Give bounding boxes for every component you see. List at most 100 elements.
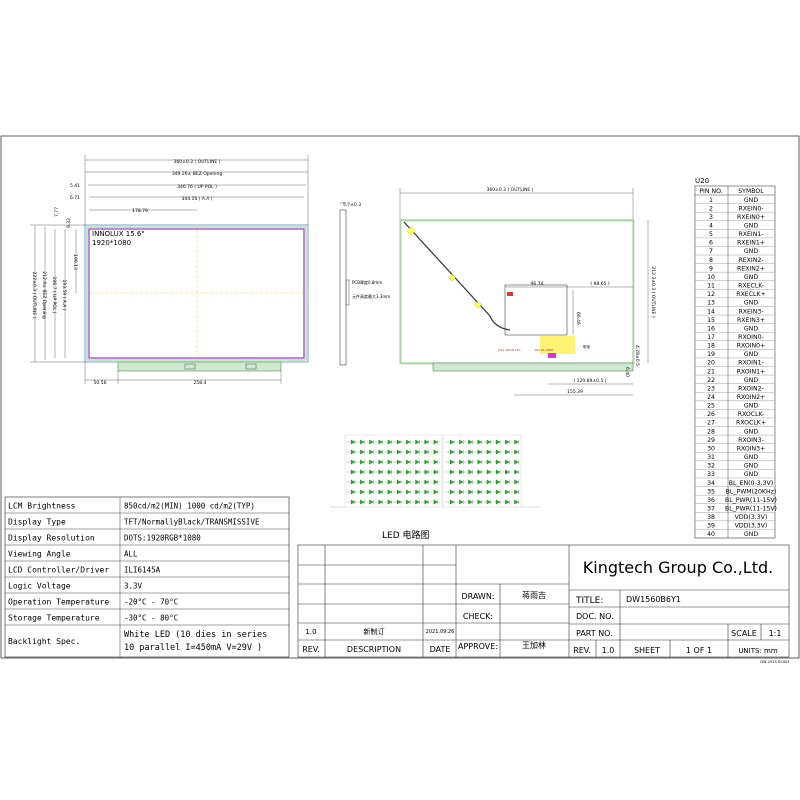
dim-h-bez: 212.9± BEZ Opening: [41, 271, 47, 319]
pin-symbol: GND: [744, 377, 758, 384]
pin-symbol: GND: [744, 300, 758, 307]
back-note-screw: 带电: [583, 344, 591, 349]
led-symbol: [369, 439, 374, 445]
led-symbol: [369, 469, 374, 475]
led-symbol: [369, 449, 374, 455]
pin-number: 40: [707, 531, 715, 538]
back-dim-428: 4.28±0.5: [634, 345, 640, 366]
side-note-pcb: PCB厚度0.8mm: [352, 279, 382, 285]
led-symbol: [396, 439, 402, 445]
led-symbol: [406, 469, 411, 475]
pin-symbol: VDD(3.3V): [735, 523, 768, 530]
side-profile: [339, 209, 347, 366]
back-fpc-strip: [432, 362, 634, 372]
led-symbol: [424, 459, 429, 465]
spec-label: Display Type: [8, 518, 66, 527]
led-symbol: [514, 499, 519, 505]
led-symbol: [360, 469, 365, 475]
led-symbol: [433, 469, 439, 475]
pin-number: 8: [709, 257, 713, 264]
pin-number: 38: [707, 514, 715, 521]
pin-number: 19: [707, 351, 715, 358]
front-fpc-pad: [184, 363, 196, 370]
pin-symbol: RXECLK-: [738, 283, 764, 290]
led-symbol: [449, 459, 455, 465]
pin-symbol: REXIN2-: [738, 257, 763, 264]
pin-symbol: REXIN2+: [737, 265, 765, 272]
pin-symbol: GND: [744, 351, 758, 358]
approve-value: 王加林: [522, 640, 546, 650]
pin-symbol: RXOIN0+: [737, 343, 766, 350]
pin-symbol: RXOIN3+: [737, 445, 766, 452]
pin-number: 32: [707, 463, 715, 470]
part-no-label: PART NO.: [576, 629, 613, 638]
led-symbol: [350, 439, 356, 445]
led-symbol: [505, 459, 510, 465]
led-symbol: [415, 439, 420, 445]
led-symbol: [406, 479, 411, 485]
dim-932: 9.32: [66, 218, 72, 228]
led-symbol: [514, 469, 519, 475]
led-symbol: [360, 499, 365, 505]
rev-row-date: 2021.09.26: [426, 629, 455, 635]
led-symbol: [477, 479, 482, 485]
dim-outline: 360±0.3 ( OUTLINE ): [174, 159, 221, 165]
pin-number: 22: [707, 377, 715, 384]
led-symbol: [486, 459, 492, 465]
led-symbol: [486, 469, 492, 475]
front-left-dim-lines: [30, 224, 85, 363]
hdr-description: DESCRIPTION: [347, 645, 401, 654]
front-fpc-pad: [245, 363, 257, 370]
led-symbol: [369, 489, 374, 495]
led-symbol: [378, 489, 383, 495]
back-connector-pink: [548, 353, 556, 358]
led-symbol: [396, 469, 402, 475]
pin-header-symbol: SYMBOL: [738, 188, 764, 195]
led-symbol: [415, 459, 420, 465]
led-symbol: [415, 479, 420, 485]
back-dim-lines: [399, 188, 649, 396]
pin-symbol: GND: [744, 471, 758, 478]
front-top-dim-lines: [84, 155, 309, 225]
pin-symbol: BL_EN(0-3.3V): [729, 480, 773, 487]
scale-label: SCALE: [731, 629, 757, 638]
pin-number: 5: [709, 231, 713, 238]
led-symbol: [350, 499, 356, 505]
doc-code: DW-2013-DC004: [760, 660, 790, 664]
led-symbol: [468, 479, 473, 485]
front-view: INNOLUX 15.6" 1920*1080 360±0.3 ( OUTLIN…: [30, 155, 309, 386]
led-symbol: [360, 489, 365, 495]
led-symbol: [495, 499, 501, 505]
led-symbol: [495, 479, 501, 485]
pin-symbol: GND: [744, 463, 758, 470]
pin-number: 37: [707, 505, 715, 512]
back-outline-inner: [400, 220, 635, 365]
front-bottom-dim-lines: [84, 362, 282, 384]
led-symbol: [350, 449, 356, 455]
led-symbol: [406, 439, 411, 445]
back-dim-9865: ( 98.65 ): [590, 281, 609, 287]
led-symbol: [350, 479, 356, 485]
pin-number: 3: [709, 214, 713, 221]
pin-symbol: GND: [744, 531, 758, 538]
led-symbol: [459, 499, 464, 505]
back-fpc-cable: [403, 221, 511, 331]
dim-2584: 258.4: [194, 380, 207, 386]
pin-number: 4: [709, 223, 713, 230]
pin-number: 13: [707, 300, 715, 307]
led-symbol: [486, 499, 492, 505]
spec-value: ILI6145A: [124, 566, 161, 575]
back-dim-15539: 155.39: [567, 389, 583, 395]
dim-671: 6.71: [70, 195, 80, 201]
pin-symbol: GND: [744, 223, 758, 230]
pin-symbol: RXOIN2+: [737, 394, 766, 401]
rev-row-desc: 新制订: [364, 627, 385, 636]
side-view: 5.7±0.3 PCB厚度0.8mm 元件高度最大3.3mm: [339, 202, 390, 366]
side-thickness: 5.7±0.3: [343, 202, 361, 208]
pin-symbol: GND: [744, 454, 758, 461]
sheet-label: SHEET: [634, 646, 660, 655]
pin-symbol: RXOIN1+: [737, 368, 766, 375]
back-pcb: [504, 284, 568, 336]
back-dim-h-outline: 212.3±0.3 ( OUTLINE ): [650, 266, 656, 317]
